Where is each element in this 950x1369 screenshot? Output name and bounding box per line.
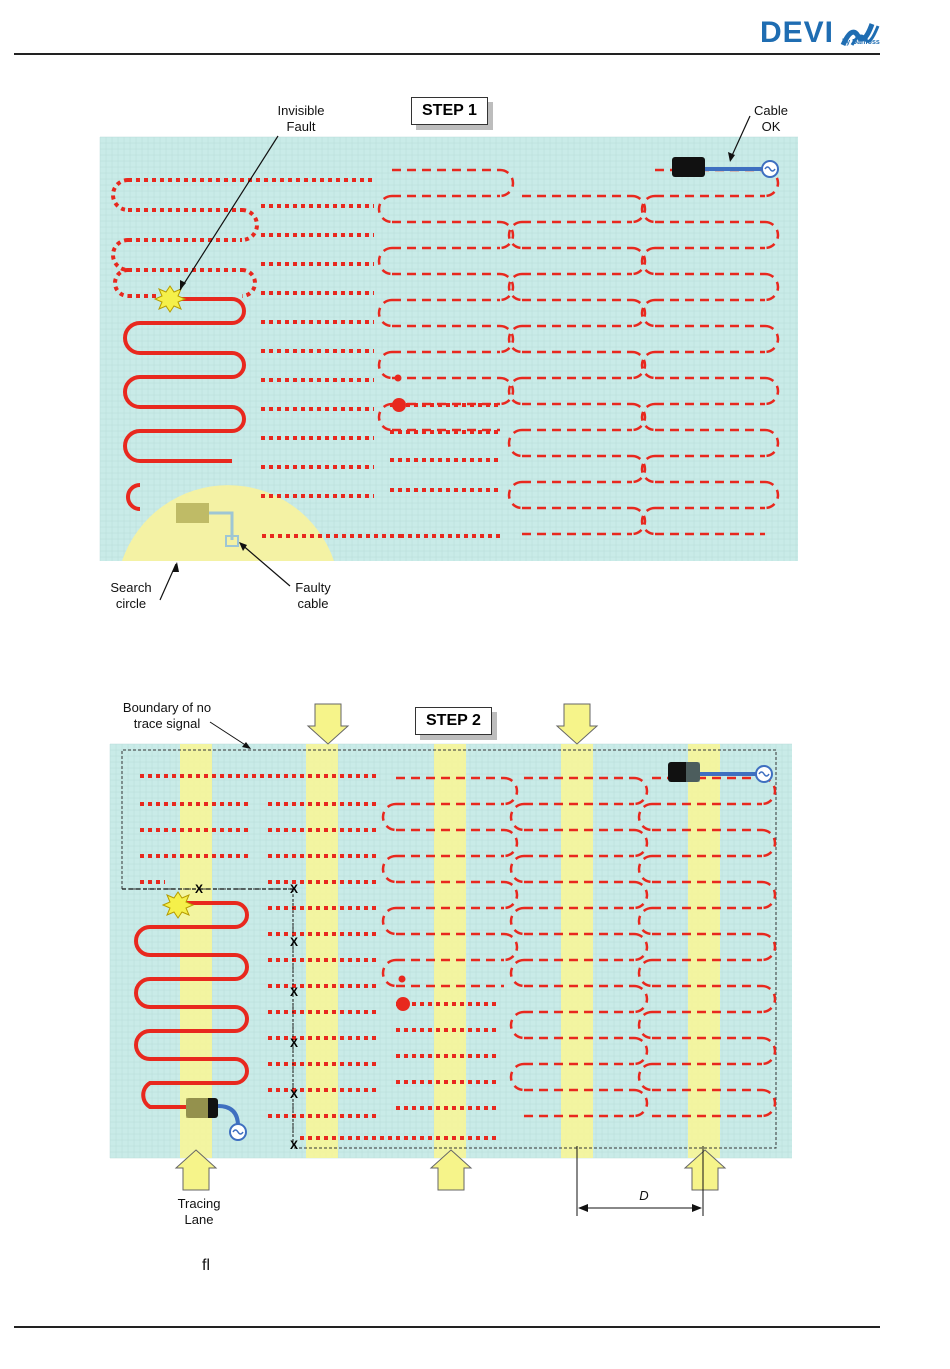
tracing-lane-5: [688, 744, 720, 1158]
no-signal-x-marker: X: [290, 882, 298, 896]
step2-label: STEP 2: [415, 707, 492, 735]
dimension-arrow-left: [578, 1204, 588, 1212]
no-signal-x-marker: X: [290, 1036, 298, 1050]
cable-end-dot-small: [399, 976, 406, 983]
tracing-lane-3: [434, 744, 466, 1158]
label-distance-d: D: [634, 1188, 654, 1204]
connector-trace: [686, 762, 700, 782]
no-signal-x-marker: X: [290, 985, 298, 999]
no-signal-x-marker: X: [290, 935, 298, 949]
tracing-lane-1: [180, 744, 212, 1158]
label-boundary: Boundary of no trace signal: [112, 700, 222, 732]
tracing-lane-4: [561, 744, 593, 1158]
footnote-glyph: ﬂ: [202, 1257, 210, 1275]
cable-end-dot: [396, 997, 410, 1011]
arrow-down-lane-2: [308, 704, 348, 744]
faulty-connector-trace: [186, 1098, 208, 1118]
no-signal-x-marker: X: [290, 1087, 298, 1101]
arrow-down-lane-4: [557, 704, 597, 744]
fault-star-icon: [163, 892, 193, 918]
no-signal-x-marker: X: [195, 882, 203, 896]
dimension-arrow-right: [692, 1204, 702, 1212]
label-tracing-lane: Tracing Lane: [170, 1196, 228, 1228]
footer-rule: [14, 1326, 880, 1328]
tracing-lane-2: [306, 744, 338, 1158]
no-signal-x-marker: X: [290, 1138, 298, 1152]
